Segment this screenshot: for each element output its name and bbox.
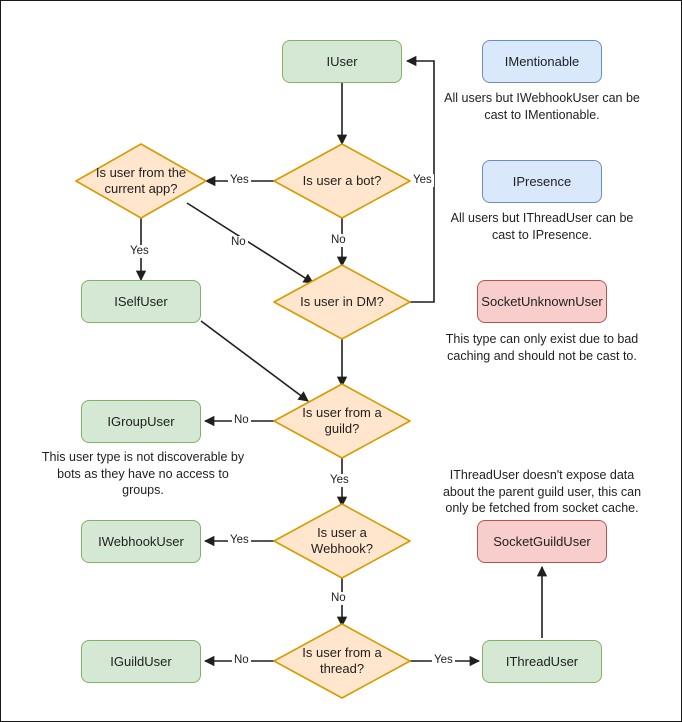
diamond-is-dm <box>273 264 411 340</box>
node-is-bot[interactable]: Is user a bot? <box>274 144 410 218</box>
note-mentionable: All users but IWebhookUser can be cast t… <box>444 91 640 122</box>
edge-label-webhook-no: No <box>329 592 348 605</box>
diamond-from-thread <box>273 623 411 699</box>
node-iselfuser[interactable]: ISelfUser <box>81 280 201 323</box>
node-imentionable-label: IMentionable <box>504 53 580 69</box>
node-is-webhook[interactable]: Is user a Webhook? <box>274 504 410 578</box>
node-ithreaduser[interactable]: IThreadUser <box>482 640 602 683</box>
edge-label-thread-no: No <box>232 654 251 667</box>
node-ipresence-label: IPresence <box>512 173 572 189</box>
node-from-thread-label: Is user from a thread? <box>302 645 382 676</box>
node-socketguilduser-label: SocketGuildUser <box>493 533 591 549</box>
note-thread: IThreadUser doesn't expose data about th… <box>442 468 642 516</box>
edge-isdm-to-iuser <box>405 55 435 303</box>
edge-label-guild-yes: Yes <box>328 474 351 487</box>
node-from-guild-label: Is user from a guild? <box>302 405 382 436</box>
node-current-app[interactable]: Is user from the current app? <box>76 144 206 218</box>
node-socketguilduser[interactable]: SocketGuildUser <box>477 520 607 563</box>
node-current-app-label: Is user from the current app? <box>95 165 187 196</box>
node-ithreaduser-label: IThreadUser <box>505 653 579 669</box>
edge-label-app-no: No <box>229 236 248 249</box>
edge-currentapp-to-isdm <box>186 202 314 284</box>
node-iwebhookuser-label: IWebhookUser <box>98 533 184 549</box>
edge-label-thread-yes: Yes <box>432 654 455 667</box>
edge-label-bot-yes: Yes <box>228 174 251 187</box>
diamond-is-webhook <box>273 503 411 579</box>
node-from-thread[interactable]: Is user from a thread? <box>274 624 410 698</box>
node-is-webhook-label: Is user a Webhook? <box>311 525 373 556</box>
node-iuser[interactable]: IUser <box>282 40 402 83</box>
diamond-current-app <box>75 143 207 219</box>
diamond-from-guild <box>273 383 411 459</box>
node-from-guild[interactable]: Is user from a guild? <box>274 384 410 458</box>
edge-label-app-yes: Yes <box>128 245 151 258</box>
node-iuser-label: IUser <box>326 53 358 69</box>
node-socketunknownuser[interactable]: SocketUnknownUser <box>477 280 607 323</box>
edge-iselfuser-to-fromguild <box>200 320 309 402</box>
node-igroupuser-label: IGroupUser <box>107 413 175 429</box>
note-presence: All users but IThreadUser can be cast to… <box>450 211 634 242</box>
node-socketunknownuser-label: SocketUnknownUser <box>481 293 603 309</box>
edge-label-bot-no: No <box>329 234 348 247</box>
node-iguilduser-label: IGuildUser <box>110 653 172 669</box>
node-iselfuser-label: ISelfUser <box>114 293 168 309</box>
node-iwebhookuser[interactable]: IWebhookUser <box>81 520 201 563</box>
note-unknown: This type can only exist due to bad cach… <box>445 332 639 363</box>
node-is-bot-label: Is user a bot? <box>302 173 382 189</box>
edge-label-guild-no: No <box>232 414 251 427</box>
node-igroupuser[interactable]: IGroupUser <box>81 400 201 443</box>
node-ipresence[interactable]: IPresence <box>482 160 602 203</box>
edge-label-webhook-yes: Yes <box>228 534 251 547</box>
node-imentionable[interactable]: IMentionable <box>482 40 602 83</box>
diamond-is-bot <box>273 143 411 219</box>
note-group: This user type is not discoverable by bo… <box>41 450 245 498</box>
node-is-dm[interactable]: Is user in DM? <box>274 265 410 339</box>
node-iguilduser[interactable]: IGuildUser <box>81 640 201 683</box>
node-is-dm-label: Is user in DM? <box>300 294 384 310</box>
edge-label-dm-yes: Yes <box>411 174 434 187</box>
